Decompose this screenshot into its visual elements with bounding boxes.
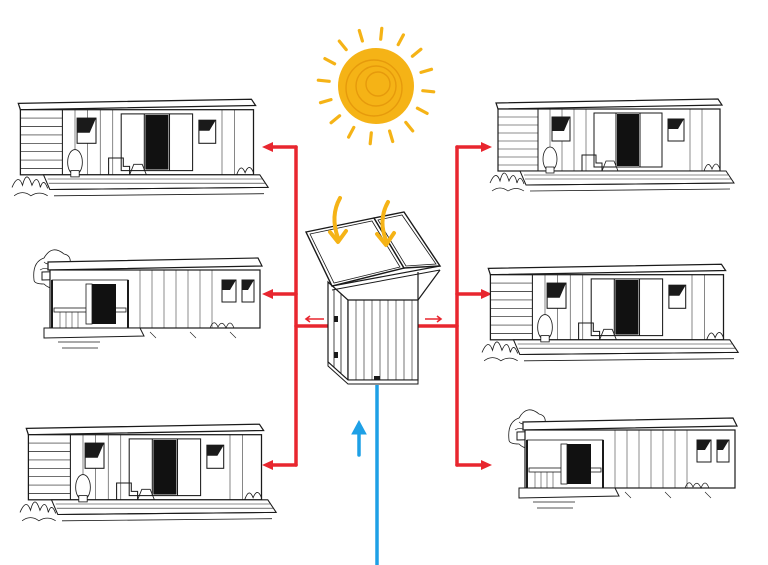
arrowhead-right-3 [481, 460, 492, 470]
arrowhead-right-2 [481, 289, 492, 299]
sun-ray [379, 26, 384, 41]
arrowhead-left-3 [262, 460, 273, 470]
up-arrow-icon [351, 419, 367, 457]
unit-outlet-arrows [304, 315, 443, 323]
mobile-home-icon [481, 263, 739, 362]
outlet-arrow-right [425, 315, 443, 323]
sunlight-arrows [328, 196, 396, 247]
sun-swirl [365, 71, 391, 97]
sun-swirl [345, 59, 403, 117]
sun-ray [419, 67, 434, 75]
sun-ray [396, 33, 405, 47]
arrowhead-right-1 [481, 142, 492, 152]
hot-water-distribution-pipes [270, 145, 484, 467]
sun-ray [368, 131, 373, 146]
sun-icon [316, 26, 436, 146]
arrowhead-left-1 [262, 142, 273, 152]
sun-ray [410, 47, 423, 58]
mobile-home-icon [507, 408, 738, 509]
sun-ray [415, 106, 429, 116]
sun-ray [337, 39, 348, 52]
sun-ray [404, 120, 415, 133]
solar-collector-shed-icon [304, 211, 442, 385]
sun-ray [318, 97, 333, 105]
outlet-arrow-left [304, 315, 324, 323]
sun-ray [421, 89, 436, 94]
hot-water-arrowheads [262, 142, 492, 470]
arrowhead-left-2 [262, 289, 273, 299]
sunlight-arrow-1 [328, 196, 348, 244]
mobile-home-icon [11, 98, 269, 197]
mobile-home-icon [489, 98, 735, 192]
sun-ray [357, 28, 364, 43]
sun-disc [338, 48, 414, 124]
sun-swirl [355, 65, 397, 107]
sun-ray [329, 114, 342, 125]
mobile-home-icon [19, 423, 277, 522]
sun-ray [316, 78, 331, 83]
mobile-home-icon [32, 248, 263, 349]
sun-ray [323, 56, 337, 66]
sunlight-arrow-2 [375, 200, 396, 247]
sun-ray [388, 129, 395, 144]
sun-ray [347, 125, 356, 139]
